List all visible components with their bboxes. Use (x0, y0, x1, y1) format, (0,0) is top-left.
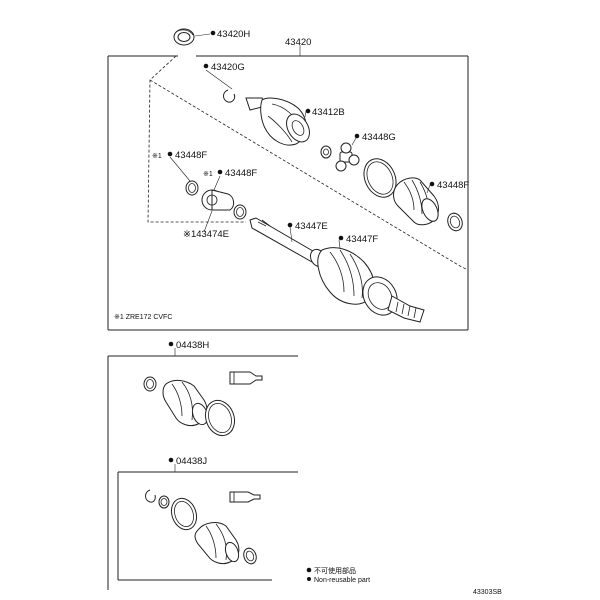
part-circlip-inner[interactable] (320, 145, 332, 159)
kit-04438J-clamp-large[interactable] (167, 495, 200, 533)
part-boot-clamp-large[interactable] (358, 154, 402, 203)
label-43448F-center: 43448F (225, 168, 257, 179)
non-reusable-mark (210, 30, 216, 36)
kit-04438H-grease-tube[interactable] (229, 371, 263, 385)
footnote-model: ※1 ZRE172 CVFC (114, 314, 172, 321)
part-43420H[interactable] (173, 28, 195, 46)
part-clamp-center[interactable] (233, 204, 247, 220)
diagram-code: 43303SB (473, 589, 502, 596)
part-43448F-inboard-boot[interactable] (393, 177, 442, 226)
non-reusable-mark (287, 222, 293, 228)
label-43448F-left: 43448F (175, 150, 207, 161)
mark-note-2: ※1 (203, 171, 213, 178)
non-reusable-mark (217, 169, 223, 175)
kit-frame-04438J (117, 464, 298, 581)
kit-04438J-boot[interactable] (194, 522, 241, 565)
label-43447E: 43447E (295, 221, 328, 232)
kit-04438H-clamp-small[interactable] (143, 376, 157, 392)
label-43420G: 43420G (211, 62, 245, 73)
label-43420: 43420 (285, 37, 311, 48)
part-43412B-inboard-joint[interactable] (245, 97, 314, 146)
non-reusable-mark (167, 151, 173, 157)
non-reusable-mark (354, 133, 360, 139)
non-reusable-mark (203, 63, 209, 69)
label-04438H: 04438H (176, 340, 209, 351)
part-43474E-damper[interactable] (201, 189, 235, 211)
kit-04438J-snap-ring[interactable] (145, 489, 156, 503)
non-reusable-mark (338, 235, 344, 241)
part-outboard-cv-joint[interactable] (356, 271, 425, 323)
legend-text-cn: 不可使用部品 (314, 566, 356, 575)
legend: 不可使用部品 Non-reusable part (306, 566, 370, 584)
assembly-frame-43420 (107, 45, 469, 331)
non-reusable-mark (305, 108, 311, 114)
kit-04438J-clamp-end[interactable] (242, 546, 259, 565)
kit-04438J-grease-tube[interactable] (229, 491, 261, 503)
label-43474E: ※143474E (183, 229, 229, 240)
inner-dashed-outline (147, 55, 469, 271)
kit-04438J-clamp-small[interactable] (158, 495, 170, 509)
label-43420H: 43420H (217, 29, 250, 40)
mark-note-1: ※1 (152, 153, 162, 160)
kit-04438H-clamp-large[interactable] (201, 396, 240, 439)
non-reusable-mark (168, 341, 174, 347)
label-04438J: 04438J (176, 456, 207, 467)
part-43448G-tripod[interactable] (335, 142, 360, 172)
legend-non-reusable-mark (306, 567, 312, 573)
non-reusable-mark (429, 181, 435, 187)
part-43448F-clamp-left[interactable] (185, 180, 199, 196)
legend-text-en: Non-reusable part (314, 577, 370, 584)
legend-non-reusable-mark-2 (307, 577, 311, 581)
label-43412B: 43412B (312, 107, 345, 118)
label-43448F-inboard: 43448F (437, 180, 469, 191)
kit-04438H-boot[interactable] (162, 379, 210, 427)
label-43447F: 43447F (346, 234, 378, 245)
part-boot-clamp-small-right[interactable] (445, 211, 464, 233)
label-43448G: 43448G (362, 132, 396, 143)
kit-frame-04438H (107, 348, 298, 590)
non-reusable-mark (168, 457, 174, 463)
part-43420G[interactable] (223, 89, 236, 103)
